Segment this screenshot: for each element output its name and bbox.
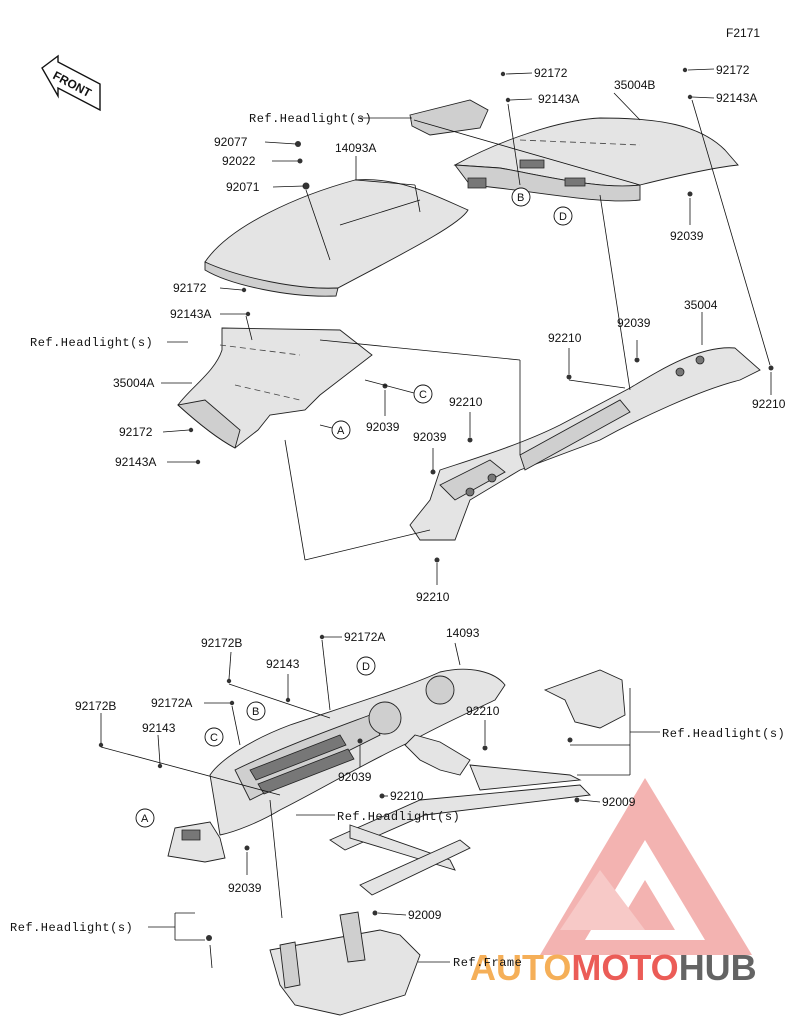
label-92143A-ml: 92143A <box>170 307 211 321</box>
figure-code: F2171 <box>726 26 760 40</box>
svg-text:A: A <box>337 425 345 437</box>
label-92039-bottom: 92039 <box>228 881 262 895</box>
headlight-bracket-right <box>543 669 626 729</box>
label-92172B-2: 92172B <box>75 699 116 713</box>
svg-text:C: C <box>419 389 427 401</box>
watermark-hub: HUB <box>679 947 757 988</box>
stay-35004 <box>409 347 761 541</box>
label-92009-2: 92009 <box>408 908 442 922</box>
label-14093: 14093 <box>446 626 480 640</box>
label-92210-bottom-top: 92210 <box>416 590 450 604</box>
label-ref-headlight-top: Ref.Headlight(s) <box>249 112 372 126</box>
label-ref-headlight-mid: Ref.Headlight(s) <box>337 810 460 824</box>
watermark-auto: AUTO <box>470 947 571 988</box>
panel-14093A <box>204 179 469 297</box>
label-92039-tr: 92039 <box>670 229 704 243</box>
label-92039-c: 92039 <box>366 420 400 434</box>
label-92143A-bl: 92143A <box>115 455 156 469</box>
label-92143A-tl: 92143A <box>716 91 757 105</box>
svg-text:A: A <box>141 813 149 825</box>
label-92143-1: 92143 <box>266 657 300 671</box>
label-92210-lower2: 92210 <box>390 789 424 803</box>
automotohub-watermark: AUTOMOTOHUB <box>470 778 757 988</box>
label-35004A: 35004A <box>113 376 154 390</box>
callout-b-top: B <box>511 187 531 207</box>
label-14093A: 14093A <box>335 141 376 155</box>
svg-text:B: B <box>252 706 259 718</box>
label-92022: 92022 <box>222 154 256 168</box>
lower-left-cover <box>167 821 226 863</box>
svg-text:D: D <box>559 211 567 223</box>
label-92143-2: 92143 <box>142 721 176 735</box>
part-labels: 92172 35004B 92172 92143A 92143A Ref.Hea… <box>10 63 786 970</box>
label-92143A-tr: 92143A <box>538 92 579 106</box>
cowl-35004B <box>453 117 739 202</box>
label-ref-headlight-bl: Ref.Headlight(s) <box>10 921 133 935</box>
callout-a-top: A <box>331 420 351 440</box>
headlight-bracket-top <box>409 99 489 136</box>
frame-stay-lower <box>269 734 591 1016</box>
label-92039-cm: 92039 <box>413 430 447 444</box>
svg-text:C: C <box>210 732 218 744</box>
label-92210-r: 92210 <box>752 397 786 411</box>
label-92172B-1: 92172B <box>201 636 242 650</box>
callout-c-top: C <box>413 384 433 404</box>
label-35004: 35004 <box>684 298 718 312</box>
label-92172-tl: 92172 <box>716 63 750 77</box>
svg-text:D: D <box>362 661 370 673</box>
cover-35004A <box>177 327 373 449</box>
svg-text:AUTOMOTOHUB: AUTOMOTOHUB <box>470 947 757 988</box>
label-ref-frame: Ref.Frame <box>453 956 522 970</box>
label-ref-headlight-right: Ref.Headlight(s) <box>662 727 785 741</box>
leader-lines <box>100 68 772 969</box>
front-arrow-icon: FRONT <box>41 54 101 112</box>
label-92071: 92071 <box>226 180 260 194</box>
label-92210-m: 92210 <box>548 331 582 345</box>
label-92210-lower: 92210 <box>466 704 500 718</box>
callout-d-top: D <box>553 206 573 226</box>
label-ref-headlight-left: Ref.Headlight(s) <box>30 336 153 350</box>
label-92172-tr: 92172 <box>534 66 568 80</box>
callout-b-lower: B <box>246 701 266 721</box>
callout-a-lower: A <box>135 808 155 828</box>
label-92172A-2: 92172A <box>151 696 192 710</box>
label-92077: 92077 <box>214 135 248 149</box>
fastener-markers <box>98 67 774 941</box>
label-92210-c: 92210 <box>449 395 483 409</box>
label-92039-mr: 92039 <box>617 316 651 330</box>
label-92172-ml: 92172 <box>173 281 207 295</box>
callout-c-lower: C <box>204 727 224 747</box>
callout-d-lower: D <box>356 656 376 676</box>
svg-text:B: B <box>517 192 524 204</box>
watermark-moto: MOTO <box>571 947 678 988</box>
label-92039-lower: 92039 <box>338 770 372 784</box>
housing-14093 <box>209 668 506 836</box>
label-35004B: 35004B <box>614 78 655 92</box>
label-92009-1: 92009 <box>602 795 636 809</box>
label-92172-bl: 92172 <box>119 425 153 439</box>
label-92172A-1: 92172A <box>344 630 385 644</box>
